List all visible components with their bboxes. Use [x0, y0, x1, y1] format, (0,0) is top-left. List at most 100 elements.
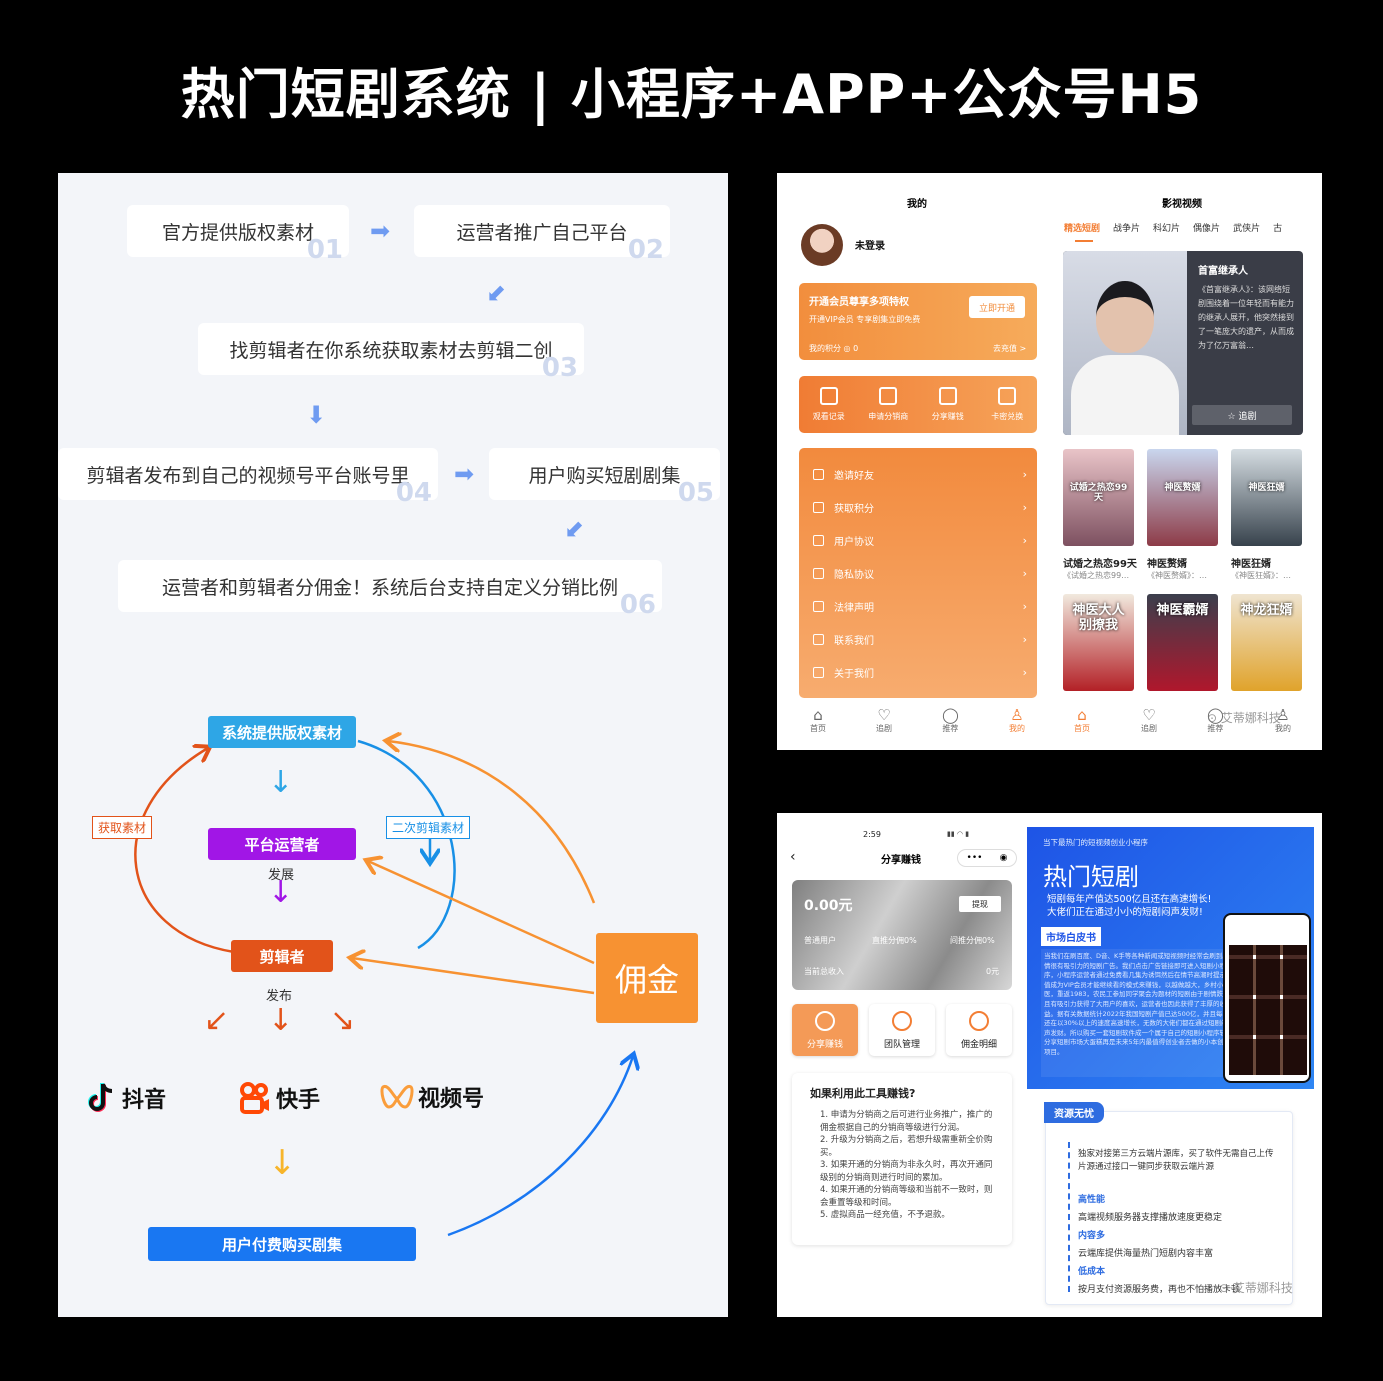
vip-sub: 开通VIP会员 专享剧集立即免费 [809, 315, 921, 324]
direct-commission: 直推分佣0% [872, 936, 917, 945]
menu-item[interactable]: 法律声明› [799, 590, 1035, 623]
vip-title: 开通会员尊享多项特权 [809, 297, 909, 308]
flow-step-text: 官方提供版权素材 [161, 221, 314, 244]
menu-item-icon [813, 601, 824, 612]
menu-item[interactable]: 关于我们› [799, 656, 1035, 689]
arrow-right-icon: ➡ [370, 217, 391, 245]
flow-step-text: 用户购买短剧剧集 [528, 464, 681, 487]
arrow-down-left-icon: ↙ [204, 1003, 230, 1038]
how-item: 3. 如果开通的分销商为非永久时，再次开通同级别的分销商则进行时间的累加。 [820, 1160, 993, 1183]
nav-item[interactable]: ♡追剧 [1141, 707, 1157, 734]
nav-item[interactable]: ♙我的 [1275, 707, 1291, 734]
avatar[interactable] [801, 224, 843, 266]
nav-label: 我的 [1275, 724, 1291, 733]
menu-item-icon [813, 667, 824, 678]
arrow-down-icon: ↓ [268, 1003, 294, 1038]
poster-image[interactable]: 神医赘婿 [1147, 449, 1218, 546]
tool-icon [892, 1010, 912, 1031]
feature-heading: 内容多 [1078, 1231, 1106, 1241]
shortcut-item[interactable]: 卡密兑换 [978, 376, 1038, 433]
nav-label: 我的 [1009, 724, 1025, 733]
tab-item[interactable]: 科幻片 [1153, 224, 1181, 234]
resource-card: 资源无忧 独家对接第三方云端片源库，买了软件无需自己上传片源通过接口一键同步获取… [1044, 1102, 1293, 1305]
menu-item-icon [813, 634, 824, 645]
how-item: 5. 虚拟商品一经充值，不予退款。 [820, 1210, 950, 1220]
tab-item[interactable]: 武侠片 [1233, 224, 1261, 234]
mine-bottom-nav: ⌂首页 ♡追剧 ◯推荐 ♙我的 [777, 705, 1047, 745]
shortcut-item[interactable]: 申请分销商 [859, 376, 919, 433]
more-icon[interactable]: ••• [966, 853, 983, 863]
poster-title[interactable]: 试婚之热恋99天 [1063, 559, 1137, 570]
nav-item[interactable]: ⌂首页 [1074, 707, 1090, 734]
shortcut-label: 申请分销商 [868, 412, 909, 421]
vip-open-button[interactable]: 立即开通 [969, 296, 1025, 318]
close-capsule-icon[interactable]: ◉ [999, 853, 1008, 863]
menu-item[interactable]: 获取积分› [799, 491, 1035, 524]
featured-title: 首富继承人 [1198, 266, 1248, 277]
promo-sub1: 短剧每年产值达500亿且还在高速增长! [1047, 894, 1212, 905]
shortcut-bar [799, 376, 1037, 433]
poster-image[interactable]: 神医霸婿 [1147, 594, 1218, 691]
user-name[interactable]: 未登录 [855, 241, 885, 252]
chevron-right-icon: › [1022, 501, 1027, 514]
vip-card[interactable]: 开通会员尊享多项特权 开通VIP会员 专享剧集立即免费 立即开通 我的积分 ◎ … [799, 283, 1037, 360]
shortcut-item[interactable]: 观看记录 [799, 376, 859, 433]
recharge-link[interactable]: 去充值 > [993, 344, 1027, 353]
nav-item[interactable]: ⌂首页 [810, 707, 826, 734]
tool-list: 分享赚钱团队管理佣金明细 [777, 813, 1027, 1073]
shortcut-item[interactable]: 分享赚钱 [918, 376, 978, 433]
menu-item[interactable]: 用户协议› [799, 524, 1035, 557]
poster-title[interactable]: 神医狂婿 [1231, 559, 1271, 570]
nav-label: 推荐 [1207, 724, 1224, 733]
menu-item[interactable]: 隐私协议› [799, 557, 1035, 590]
how-title: 如果利用此工具赚钱? [810, 1087, 916, 1100]
platform-name: 抖音 [122, 1088, 167, 1113]
arrow-down-right-icon: ↘ [330, 1003, 356, 1038]
status-icons: ▮▮ ◠ ▮ [947, 830, 970, 838]
chevron-right-icon: › [1022, 567, 1027, 580]
balance-amount: 0.00元 [804, 898, 853, 914]
tab-item[interactable]: 偶像片 [1193, 224, 1221, 234]
chevron-right-icon: › [1022, 468, 1027, 481]
poster-title[interactable]: 神医赘婿 [1147, 559, 1187, 570]
watermark-text: 艾蒂娜科技 [1232, 1281, 1293, 1295]
poster-image[interactable]: 试婚之热恋99天 [1063, 449, 1134, 546]
capsule-menu[interactable]: ••• ◉ [957, 849, 1017, 867]
menu-item[interactable]: 邀请好友› [799, 458, 1035, 491]
share-header: 分享赚钱 [881, 855, 921, 866]
menu-item[interactable]: 联系我们› [799, 623, 1035, 656]
shortcut-list: 观看记录申请分销商分享赚钱卡密兑换 [799, 376, 1037, 433]
video-header: 影视视频 [1162, 199, 1202, 210]
douyin-icon [88, 1083, 113, 1112]
follow-button[interactable]: ☆ 追剧 [1192, 405, 1292, 425]
nav-item[interactable]: ◯推荐 [942, 707, 959, 734]
nav-label: 追剧 [876, 724, 892, 733]
watermark-text: 艾蒂娜科技 [1220, 711, 1281, 725]
tool-icon [969, 1010, 989, 1031]
featured-card[interactable]: 首富继承人 《首富继承人》：该网络短剧围绕着一位年轻而有能力的继承人展开，他突然… [1063, 251, 1303, 435]
nav-item[interactable]: ◯推荐 [1207, 707, 1224, 734]
back-icon[interactable]: ‹ [790, 849, 796, 865]
featured-desc: 《首富继承人》：该网络短剧围绕着一位年轻而有能力的继承人展开，他突然接到了一笔庞… [1198, 285, 1294, 350]
poster-image[interactable]: 神龙狂婿 [1231, 594, 1302, 691]
poster-image[interactable]: 神医狂婿 [1231, 449, 1302, 546]
tool-button[interactable]: 佣金明细 [946, 1004, 1012, 1056]
publish-label: 发布 [266, 989, 293, 1004]
nav-item[interactable]: ♙我的 [1009, 707, 1025, 734]
tool-button[interactable]: 分享赚钱 [792, 1004, 858, 1056]
develop-label: 发展 [268, 868, 295, 883]
feature-text: 按月支付资源服务费，再也不怕播放卡顿 [1078, 1285, 1241, 1295]
tab-item[interactable]: 古 [1273, 224, 1283, 234]
poster-image[interactable]: 神医大人别撩我 [1063, 594, 1134, 691]
nav-item[interactable]: ♡追剧 [876, 707, 892, 734]
nav-icon: ♡ [1142, 706, 1156, 724]
shortcut-icon [938, 387, 957, 405]
tab-item[interactable]: 战争片 [1113, 224, 1141, 234]
tab-item[interactable]: 精选短剧 [1064, 224, 1101, 234]
arrow-down-icon: ↓ [268, 1143, 297, 1183]
chevron-right-icon: › [1022, 633, 1027, 646]
tool-button[interactable]: 团队管理 [869, 1004, 935, 1056]
withdraw-button[interactable]: 提现 [959, 896, 1001, 912]
